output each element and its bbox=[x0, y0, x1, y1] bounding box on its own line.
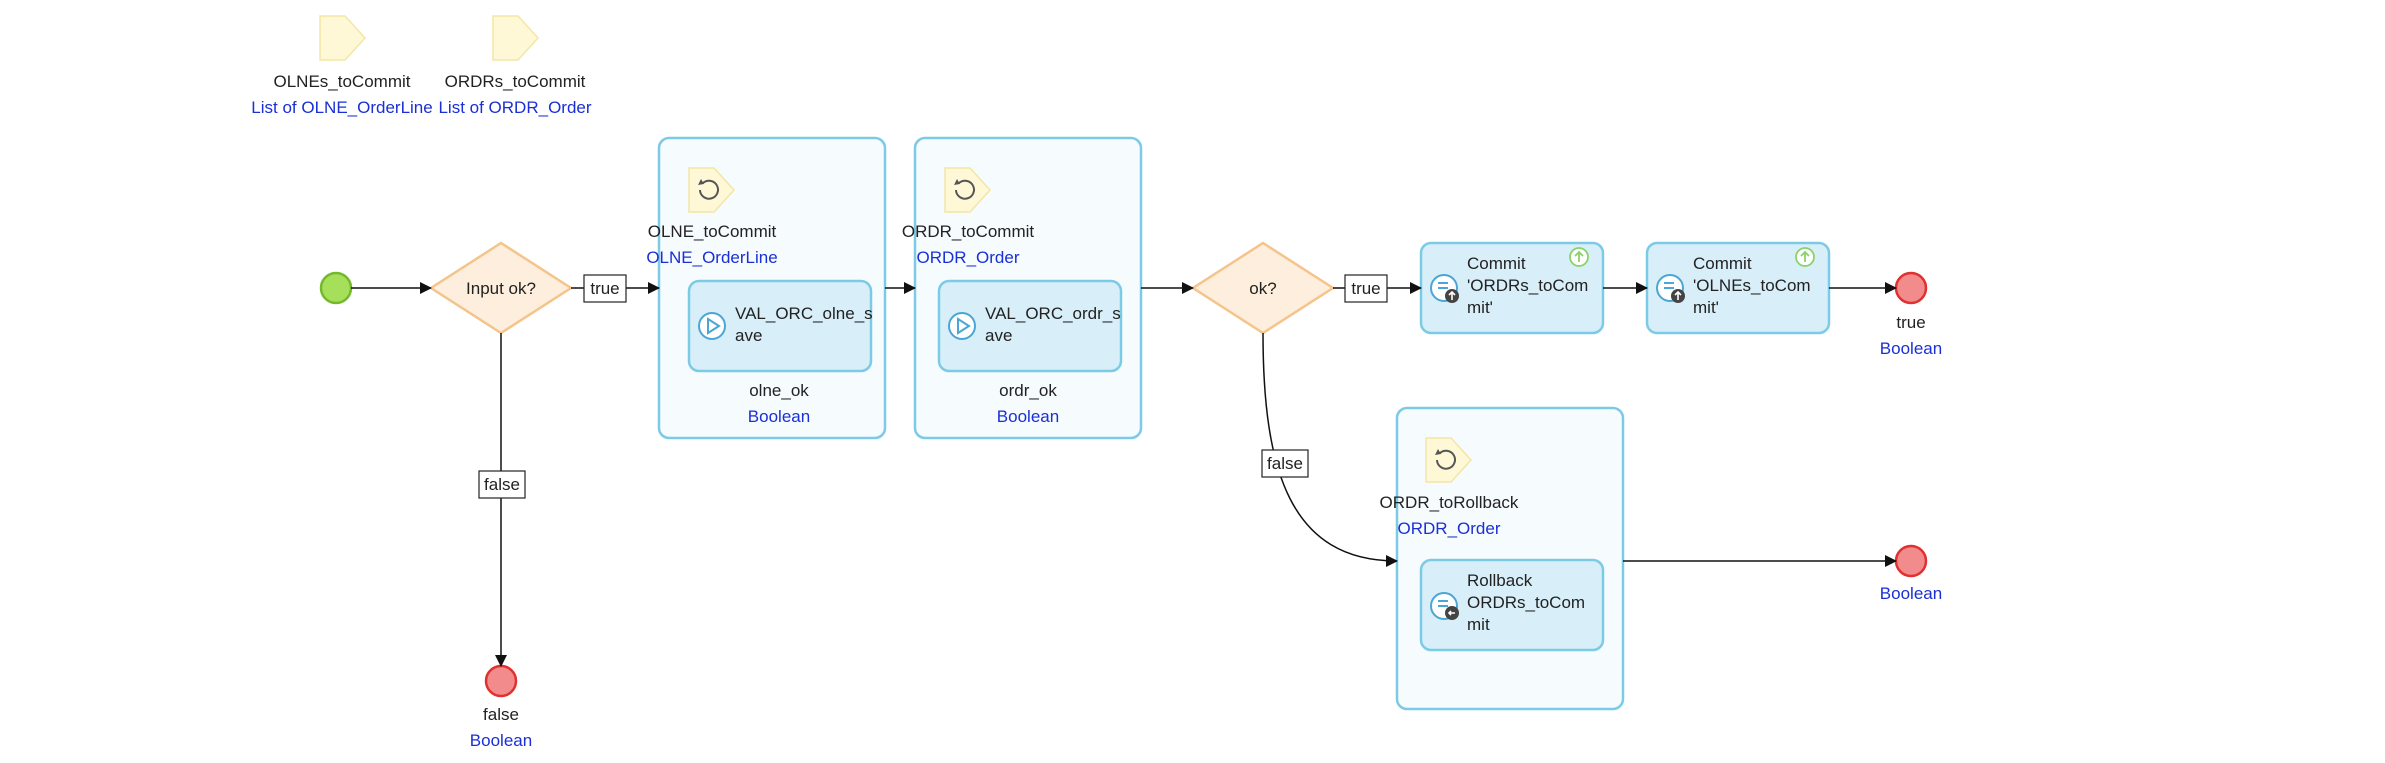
loop-iterator-type: ORDR_Order bbox=[916, 248, 1020, 267]
sequence-flows bbox=[351, 282, 1897, 667]
action-label: VAL_ORC_ordr_s ave bbox=[985, 304, 1121, 345]
loop-iterator-icon bbox=[688, 167, 736, 213]
play-icon bbox=[948, 312, 976, 340]
commit-icon bbox=[1656, 274, 1685, 303]
end-event-value: true bbox=[1896, 313, 1926, 332]
flow-label-false: false bbox=[478, 470, 526, 499]
end-event-value: false bbox=[483, 705, 519, 724]
parameter-icon-ordrs[interactable] bbox=[492, 15, 540, 61]
output-type: Boolean bbox=[747, 407, 811, 426]
parameter-name: ORDRs_toCommit bbox=[444, 72, 586, 91]
output-variable: olne_ok bbox=[749, 381, 809, 400]
event-up-icon bbox=[1569, 247, 1589, 267]
parameter-type: List of ORDR_Order bbox=[438, 98, 592, 117]
action-label: Rollback ORDRs_toCom mit bbox=[1467, 571, 1586, 634]
loop-iterator-type: OLNE_OrderLine bbox=[646, 248, 778, 267]
end-event-type: Boolean bbox=[469, 731, 533, 750]
flow-label-false: false bbox=[1261, 449, 1309, 478]
loop-iterator-icon bbox=[1425, 437, 1473, 483]
loop-iterator-name: ORDR_toCommit bbox=[901, 222, 1035, 241]
loop-iterator-name: ORDR_toRollback bbox=[1379, 493, 1519, 512]
end-event-false[interactable] bbox=[484, 664, 518, 698]
action-label: Commit 'OLNEs_toCom mit' bbox=[1693, 254, 1811, 317]
end-event-type: Boolean bbox=[1879, 339, 1943, 358]
end-event-true[interactable] bbox=[1894, 271, 1928, 305]
svg-text:false: false bbox=[1267, 454, 1303, 473]
flow-label-true: true bbox=[1344, 274, 1388, 303]
commit-icon bbox=[1430, 274, 1459, 303]
parameter-name: OLNEs_toCommit bbox=[273, 72, 411, 91]
action-val-ordr[interactable] bbox=[937, 279, 1123, 373]
decision-label-ok: ok? bbox=[1249, 279, 1276, 298]
action-val-olne[interactable] bbox=[687, 279, 873, 373]
parameter-icon-olnes[interactable] bbox=[319, 15, 367, 61]
decision-label-input-ok: Input ok? bbox=[466, 279, 536, 298]
svg-text:false: false bbox=[484, 475, 520, 494]
output-type: Boolean bbox=[996, 407, 1060, 426]
loop-iterator-icon bbox=[944, 167, 992, 213]
svg-text:true: true bbox=[590, 279, 619, 298]
output-variable: ordr_ok bbox=[999, 381, 1057, 400]
action-rollback[interactable] bbox=[1419, 558, 1605, 652]
svg-text:true: true bbox=[1351, 279, 1380, 298]
flow-label-true: true bbox=[583, 274, 627, 303]
end-event-rollback[interactable] bbox=[1894, 544, 1928, 578]
action-label: VAL_ORC_olne_s ave bbox=[735, 304, 873, 345]
loop-iterator-type: ORDR_Order bbox=[1397, 519, 1501, 538]
event-up-icon bbox=[1795, 247, 1815, 267]
start-event[interactable] bbox=[319, 271, 353, 305]
play-icon bbox=[698, 312, 726, 340]
rollback-icon bbox=[1430, 592, 1459, 620]
action-label: Commit 'ORDRs_toCom mit' bbox=[1467, 254, 1589, 317]
loop-iterator-name: OLNE_toCommit bbox=[647, 222, 777, 241]
parameter-type: List of OLNE_OrderLine bbox=[251, 98, 433, 117]
end-event-type: Boolean bbox=[1879, 584, 1943, 603]
